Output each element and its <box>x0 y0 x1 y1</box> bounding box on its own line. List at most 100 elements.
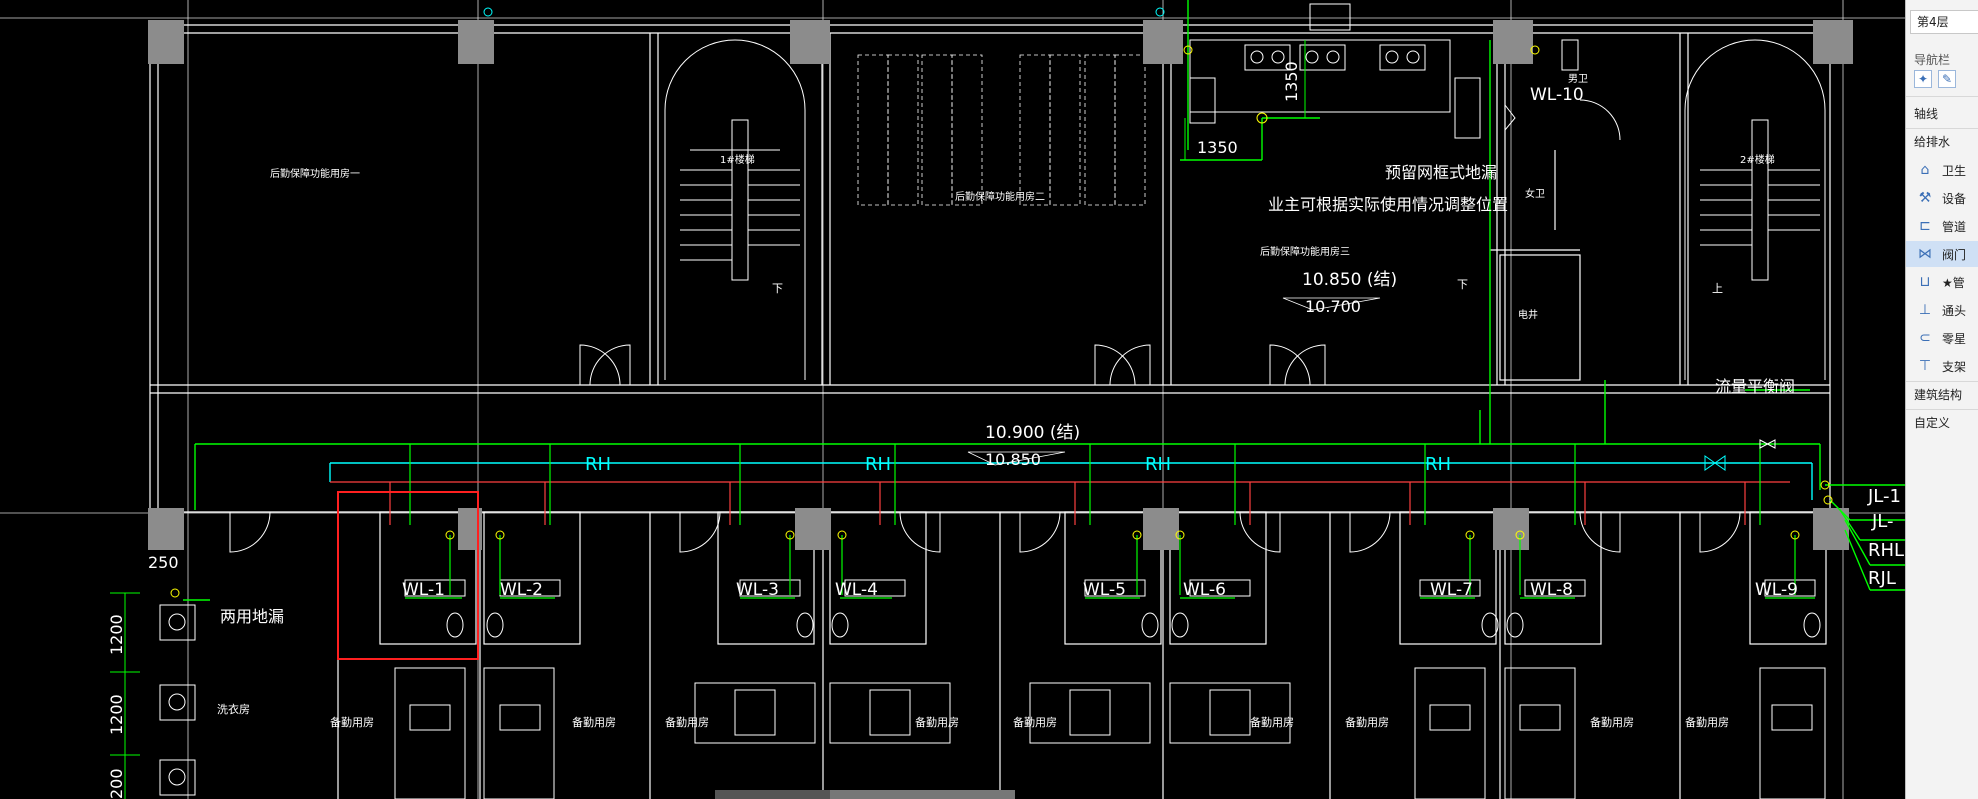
nav-item-label: 支架 <box>1942 359 1967 374</box>
position-note: 业主可根据实际使用情况调整位置 <box>1268 195 1508 214</box>
room-label-backup-6: 备勤用房 <box>1250 715 1294 729</box>
section-custom[interactable]: 自定义 <box>1914 416 1951 430</box>
elevation-struct-2: 10.900 (结) <box>985 423 1080 443</box>
support-icon: ⊤ <box>1918 358 1932 374</box>
riser-label-rhl: RHL <box>1868 540 1904 561</box>
tee-icon: ⊥ <box>1918 302 1932 318</box>
floor-drain-note: 预留网框式地漏 <box>1385 163 1497 182</box>
walls <box>149 24 1831 799</box>
pin-icon[interactable]: ✦ <box>1914 70 1932 88</box>
right-navigation-panel: 第4层 导航栏 ✦ ✎ 轴线 给排水 ⌂ 卫生 ⚒ 设备 ⊏ 管道 ⋈ 阀门 ⊔… <box>1905 0 1978 799</box>
cad-drawing-canvas[interactable]: 后勤保障功能用房一 后勤保障功能用房二 后勤保障功能用房三 1#楼梯 2#楼梯 … <box>0 0 1905 799</box>
room-label-backup-4: 备勤用房 <box>915 715 959 729</box>
equipment-icon: ⚒ <box>1918 190 1932 206</box>
riser-labels: JL-1 JL- RHL RJL <box>1867 486 1904 589</box>
dimension-lines <box>110 40 1306 799</box>
pipe-label-rh-2: RH <box>865 454 891 475</box>
divider <box>1906 409 1978 410</box>
room-label-backup-5: 备勤用房 <box>1013 715 1057 729</box>
nav-item-label: 管道 <box>1942 219 1967 234</box>
section-plumbing[interactable]: 给排水 <box>1914 135 1951 149</box>
wl-label-1: WL-1 <box>402 580 445 600</box>
nav-title: 导航栏 <box>1914 53 1951 67</box>
wl-label-2: WL-2 <box>500 580 543 600</box>
riser-label-rjl: RJL <box>1868 568 1896 589</box>
elevation-markers <box>967 297 1381 466</box>
wl-label-8: WL-8 <box>1530 580 1573 600</box>
floor-plan-drawing[interactable]: 后勤保障功能用房一 后勤保障功能用房二 后勤保障功能用房三 1#楼梯 2#楼梯 … <box>0 0 1905 799</box>
dim-1350-vertical: 1350 <box>1282 61 1301 102</box>
room-label-reserve-3: 后勤保障功能用房三 <box>1260 245 1350 258</box>
dashed-shelves <box>857 54 1146 206</box>
dual-drain-label: 两用地漏 <box>220 607 284 626</box>
floor-select[interactable]: 第4层 <box>1910 10 1978 34</box>
pipe-label-rh-4: RH <box>1425 454 1451 475</box>
room-label-reserve-1: 后勤保障功能用房一 <box>270 167 360 180</box>
dim-1200-b: 1200 <box>107 694 126 735</box>
stair-1 <box>664 39 806 380</box>
wl-label-10: WL-10 <box>1530 85 1584 105</box>
doors <box>229 99 1741 553</box>
nav-item-label: 通头 <box>1942 303 1967 318</box>
room-label-backup-3: 备勤用房 <box>665 715 709 729</box>
pipe-label-rh-1: RH <box>585 454 611 475</box>
branch-pipes <box>405 444 1815 599</box>
nav-item-label: 设备 <box>1942 191 1967 206</box>
room-label-backup-8: 备勤用房 <box>1590 715 1634 729</box>
divider <box>1906 96 1978 97</box>
riser-label-jl-2: JL- <box>1871 511 1894 532</box>
bed-furniture <box>159 604 1826 799</box>
dim-200: 200 <box>107 768 126 799</box>
nav-item-label: ★管 <box>1942 275 1965 290</box>
nav-item-sanitary[interactable]: ⌂ 卫生 <box>1906 157 1978 183</box>
hot-return-pipes <box>329 462 1813 500</box>
stair-2 <box>1684 39 1826 380</box>
nav-item-valve[interactable]: ⋈ 阀门 <box>1906 241 1978 267</box>
wl-label-7: WL-7 <box>1430 580 1473 600</box>
sanitary-fixtures <box>404 579 1821 638</box>
nav-toolbar: ✦ ✎ <box>1914 70 1956 88</box>
room-label-toilet-m: 男卫 <box>1568 73 1588 85</box>
divider <box>1906 128 1978 129</box>
valve-icon: ⋈ <box>1918 246 1932 262</box>
elevation-finish-1: 10.700 <box>1305 297 1361 316</box>
room-label-backup-7: 备勤用房 <box>1345 715 1389 729</box>
room-label-backup-1: 备勤用房 <box>330 715 374 729</box>
misc-icon: ⊂ <box>1919 330 1931 346</box>
room-label-backup-9: 备勤用房 <box>1685 715 1729 729</box>
section-axis[interactable]: 轴线 <box>1914 107 1939 121</box>
room-label-shaft: 电井 <box>1518 308 1538 321</box>
nav-item-equipment[interactable]: ⚒ 设备 <box>1906 185 1978 211</box>
nav-item-pipe-fitting[interactable]: ⊔ ★管 <box>1906 269 1978 295</box>
room-label-laundry: 洗衣房 <box>217 702 250 716</box>
nav-item-support[interactable]: ⊤ 支架 <box>1906 353 1978 379</box>
wl-label-6: WL-6 <box>1183 580 1226 600</box>
nav-item-misc[interactable]: ⊂ 零星 <box>1906 325 1978 351</box>
pipe-icon: ⊏ <box>1919 218 1931 234</box>
flow-valve-label: 流量平衡阀 <box>1715 377 1795 396</box>
scrollbar-thumb[interactable] <box>830 790 1015 799</box>
pipe-label-rh-3: RH <box>1145 454 1171 475</box>
valves <box>483 7 1776 471</box>
wl-labels: WL-1 WL-2 WL-3 WL-4 WL-5 WL-6 WL-7 WL-8 … <box>402 85 1798 600</box>
pipe-nodes <box>170 45 1833 598</box>
up-mark: 上 <box>1712 282 1723 295</box>
wl-label-3: WL-3 <box>736 580 779 600</box>
nav-item-label: 卫生 <box>1942 163 1967 178</box>
section-structure[interactable]: 建筑结构 <box>1914 388 1963 402</box>
hot-supply-pipes <box>330 481 1790 525</box>
dim-250: 250 <box>148 553 179 572</box>
wl-label-5: WL-5 <box>1083 580 1126 600</box>
dim-1200-a: 1200 <box>107 614 126 655</box>
down-mark-1: 下 <box>772 282 783 295</box>
room-label-reserve-2: 后勤保障功能用房二 <box>955 190 1045 203</box>
nav-item-pipe[interactable]: ⊏ 管道 <box>1906 213 1978 239</box>
sanitary-icon: ⌂ <box>1920 162 1930 178</box>
water-supply-pipes <box>183 0 1905 601</box>
selection-rectangle[interactable] <box>337 491 479 660</box>
nav-item-tee[interactable]: ⊥ 通头 <box>1906 297 1978 323</box>
kitchen-equipment <box>1189 3 1579 139</box>
edit-icon[interactable]: ✎ <box>1938 70 1956 88</box>
wl-label-4: WL-4 <box>835 580 878 600</box>
nav-item-label: 零星 <box>1942 331 1967 346</box>
